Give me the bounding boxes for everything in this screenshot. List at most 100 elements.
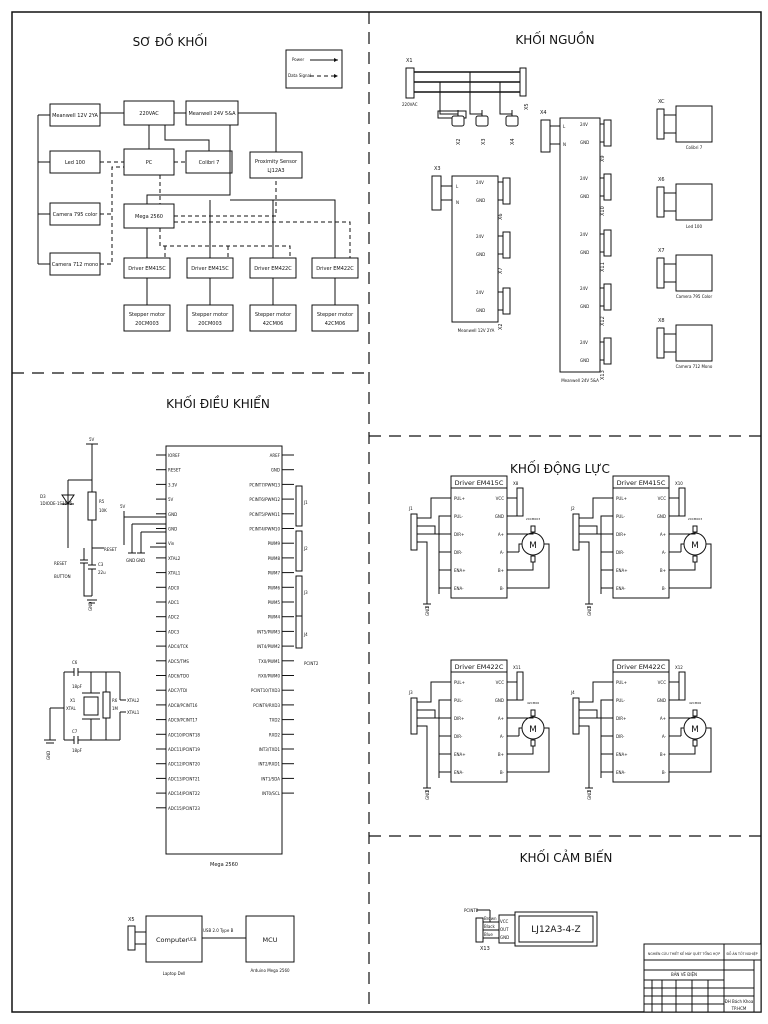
mega-right-pin: INT0/SCL	[262, 791, 281, 796]
mega-left-pin: Vin	[168, 541, 175, 546]
driver-title: Driver EM422C	[617, 663, 666, 671]
power-x4: X4	[510, 138, 516, 145]
driver-x-label: X12	[675, 665, 683, 670]
ctl-mcu: MCU	[263, 936, 278, 944]
mega-right-pin: INT4/PWM2	[257, 644, 280, 649]
motor-model: 20CM003	[688, 517, 702, 521]
motor-model: 42CM06	[689, 701, 701, 705]
driver-x-label: X8	[513, 481, 519, 486]
driver-conn-label: J2	[570, 506, 575, 511]
mega-right-pin: PWM6	[268, 585, 281, 590]
driver-left-pin: DIR-	[454, 734, 463, 739]
block-motor-2-a: Stepper motor	[192, 312, 229, 318]
sensor-wire-2: Black	[484, 924, 496, 929]
mega-right-pin: PWM8	[268, 556, 281, 561]
block-motor-4-a: Stepper motor	[317, 312, 354, 318]
block-motor-2-b: 20CM003	[198, 321, 222, 327]
mega-left-pins: IOREFRESET3.3V5VGNDGNDVinXTAL2XTAL1ADC0A…	[156, 453, 200, 811]
driver-right-pin: A+	[660, 532, 666, 537]
dev-name-3: Camera 795 Color	[676, 294, 713, 299]
mega-right-pin: RX0/PWM0	[258, 674, 280, 679]
driver-left-pin: ENA+	[616, 752, 628, 757]
driver-right-pin: GND	[495, 698, 504, 703]
sensor-wire-3: Blue	[484, 932, 493, 937]
driver-conn-label: J1	[408, 506, 413, 511]
driver-left-pin: ENA+	[616, 568, 628, 573]
psu24-g5: GND	[580, 358, 589, 363]
mega-left-pin: 3.3V	[168, 482, 177, 487]
psu12-out1: X6	[498, 213, 504, 220]
driver-conn-label: J4	[570, 690, 575, 695]
psu12-n: N	[456, 200, 459, 205]
ctl-c7: C7	[72, 729, 78, 734]
block-motor-4-b: 42CM06	[325, 321, 346, 327]
psu12-out3: X2	[498, 323, 504, 330]
ctl-x5: X5	[128, 917, 135, 923]
mega-right-pin: PWM7	[268, 571, 281, 576]
dev-x-2: X6	[658, 177, 665, 183]
ctl-pcint2: PCINT2	[304, 661, 319, 666]
block-cam2: Camera 712 mono	[52, 262, 99, 268]
power-x-psu12: X3	[434, 166, 441, 172]
driver-1: Driver EM415CJ1PUL+VCCPUL-GNDDIR+A+DIR-A…	[408, 475, 550, 616]
block-prox: Proximity Sensor	[255, 159, 298, 165]
mega-left-pin: RESET	[168, 468, 181, 473]
motor-m: M	[691, 541, 699, 551]
ctl-r5: R5	[99, 499, 105, 504]
block-motor-1-b: 20CM003	[135, 321, 159, 327]
dev-name-4: Camera 712 Mono	[676, 364, 713, 369]
driver-right-pin: B-	[500, 770, 505, 775]
mega-board	[165, 445, 283, 855]
ctl-5v: 5V	[89, 437, 95, 442]
mega-left-pin: ADC2	[168, 615, 180, 620]
title-power: KHỐI NGUỒN	[515, 31, 594, 47]
driver-left-pin: PUL-	[616, 514, 625, 519]
driver-right-pin: B-	[662, 770, 667, 775]
mega-right-pin: PWM9	[268, 541, 281, 546]
driver-left-pin: ENA+	[454, 752, 466, 757]
mega-left-pin: IOREF	[168, 453, 181, 458]
mega-left-pin: ADC1	[168, 600, 180, 605]
driver-4: Driver EM422CJ4PUL+VCCPUL-GNDDIR+A+DIR-A…	[570, 659, 712, 800]
psu24-v4: 24V	[580, 286, 588, 291]
block-mega: Mega 2560	[135, 214, 163, 220]
title-block: NGHIÊN CỨU THIẾT KẾ MÁY QUÉT TỔNG HỢP ĐỒ…	[643, 943, 762, 1013]
power-x3: X3	[481, 138, 487, 145]
power-x-psu24: X4	[540, 110, 547, 116]
block-driver-4: Driver EM422C	[316, 266, 354, 272]
block-diagram: Power Data Signal Meanwell 12V 2YA 220VA…	[37, 49, 359, 332]
dev-x-1: XC	[658, 99, 665, 105]
block-motor-3-b: 42CM06	[263, 321, 284, 327]
driver-left-pin: DIR+	[616, 532, 626, 537]
title-control: KHỐI ĐIỀU KHIỂN	[166, 395, 270, 411]
sensor-model: LJ12A3-4-Z	[531, 925, 580, 935]
ctl-c7-val: 18pF	[72, 748, 83, 753]
ctl-j4: J4	[303, 632, 308, 637]
psu24-g3: GND	[580, 250, 589, 255]
driver-left-pin: ENA-	[616, 770, 626, 775]
driver-right-pin: A+	[498, 716, 504, 721]
psu24-out3: X11	[600, 262, 606, 272]
psu12-v1: 24V	[476, 180, 484, 185]
driver-left-pin: PUL+	[454, 496, 465, 501]
driver-title: Driver EM415C	[455, 479, 504, 487]
mega-right-pins: AREFGNDPCINT7/PWM13PCINT6/PWM12PCINT5/PW…	[249, 453, 303, 796]
sensor-pin-2: OUT	[500, 927, 509, 932]
driver-left-pin: DIR-	[454, 550, 463, 555]
ctl-c6-val: 18pF	[72, 684, 83, 689]
ctl-gnd-a: GND	[126, 558, 135, 563]
psu24-n: N	[563, 142, 566, 147]
driver-left-pin: ENA-	[454, 770, 464, 775]
mega-left-pin: ADC5/TMS	[168, 659, 189, 664]
driver-3: Driver EM422CJ3PUL+VCCPUL-GNDDIR+A+DIR-A…	[408, 659, 550, 800]
driver-left-pin: DIR-	[616, 734, 625, 739]
ctl-x1: X1	[70, 698, 76, 703]
psu24-out5: X13	[600, 370, 606, 380]
ctl-x1-val: XTAL	[66, 706, 77, 711]
psu24-g1: GND	[580, 140, 589, 145]
title-block-diagram: SƠ ĐỒ KHỐI	[133, 33, 208, 49]
driver-right-pin: GND	[657, 514, 666, 519]
ctl-reset-btn-2: BUTTON	[54, 574, 71, 579]
driver-left-pin: PUL-	[454, 514, 463, 519]
mega-right-pin: PCINT5/PWM11	[249, 512, 280, 517]
